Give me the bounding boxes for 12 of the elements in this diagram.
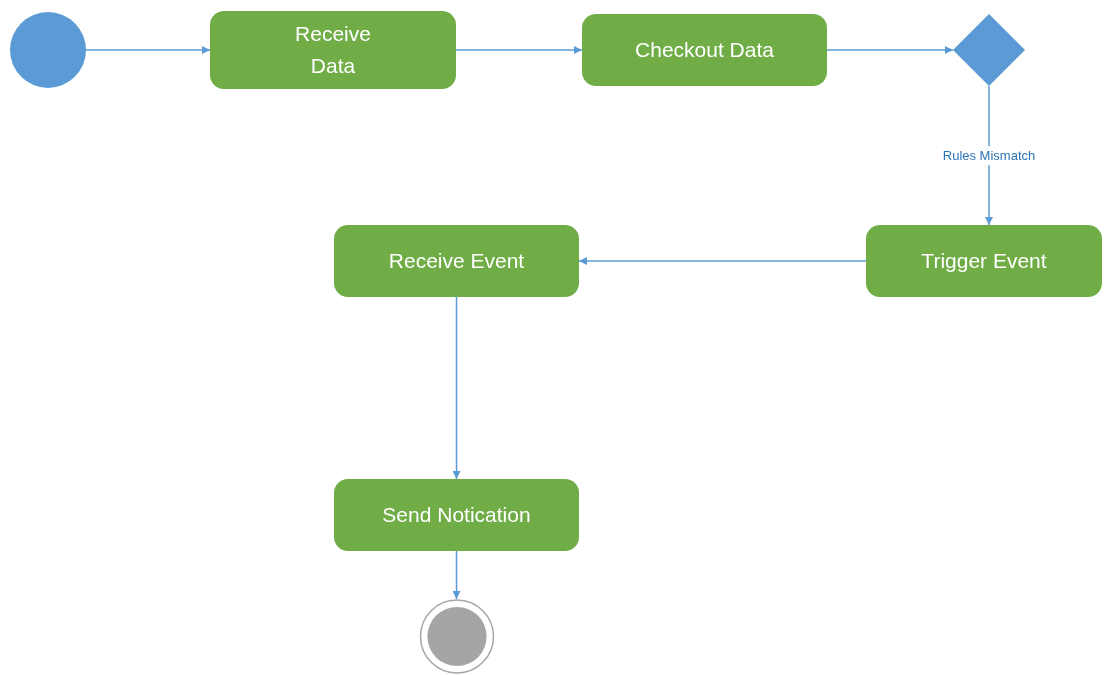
action-box: Send Notication <box>334 479 579 551</box>
arrow <box>85 46 211 54</box>
arrow <box>578 257 867 265</box>
arrow <box>452 296 461 480</box>
action-box: Trigger Event <box>866 225 1102 297</box>
action-box: Receive Event <box>334 225 579 297</box>
edge-label: Rules Mismatch <box>940 145 1038 166</box>
arrow <box>455 46 583 54</box>
arrow <box>826 46 954 54</box>
arrow <box>452 550 461 600</box>
action-box: Receive Data <box>210 11 456 89</box>
action-box: Checkout Data <box>582 14 827 86</box>
